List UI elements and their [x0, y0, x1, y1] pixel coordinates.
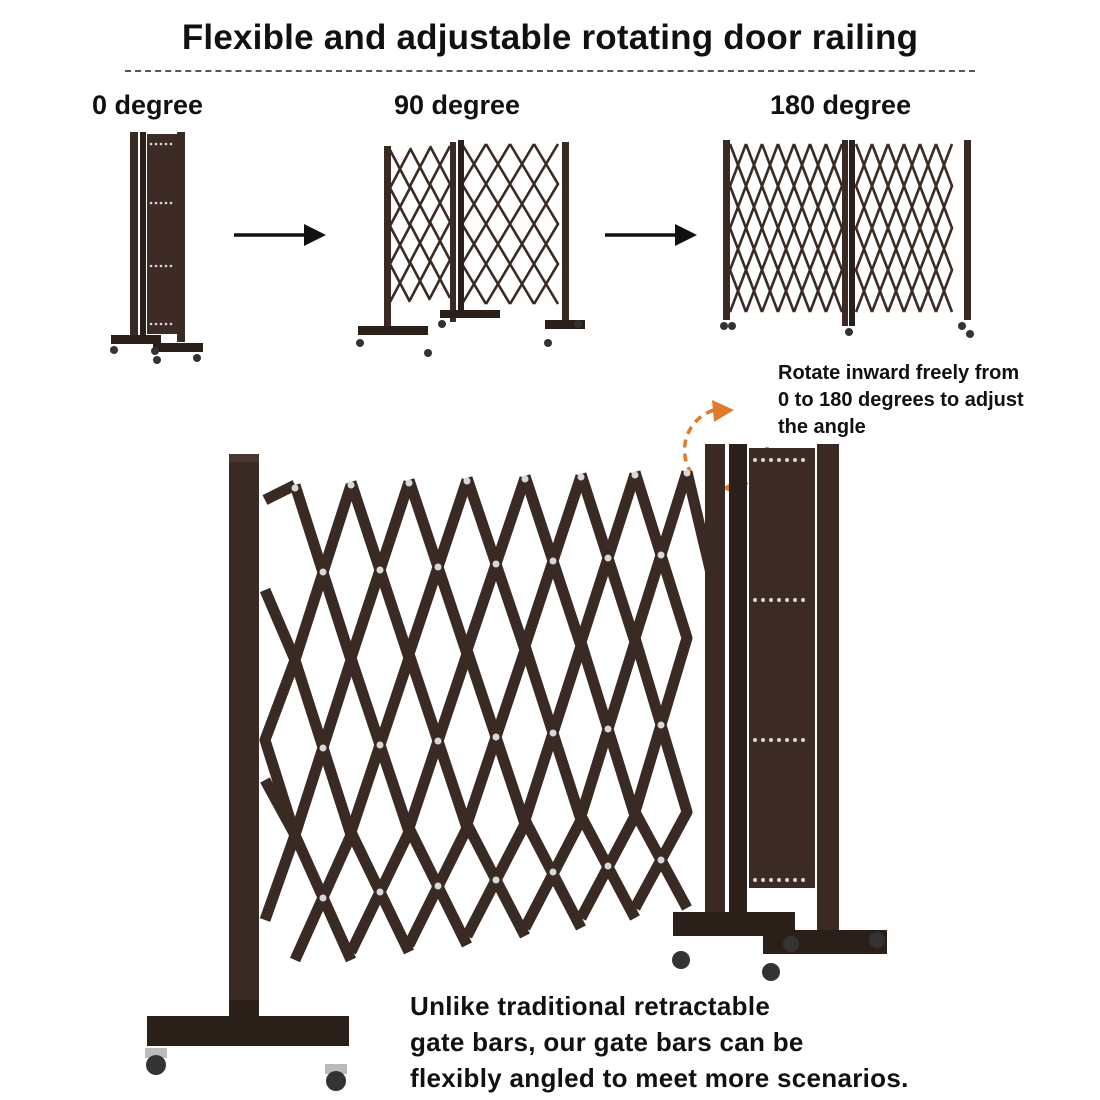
stage-label-180: 180 degree [770, 90, 912, 120]
stage-label-90: 90 degree [394, 90, 521, 120]
title-divider [125, 70, 975, 72]
page-title: Flexible and adjustable rotating door ra… [181, 18, 919, 57]
rotate-note-line: the angle [778, 416, 866, 438]
gate-open-90-degree [356, 140, 585, 357]
gate-folded-0-degree [110, 132, 203, 364]
rotate-note: Rotate inward freely from 0 to 180 degre… [778, 360, 1088, 441]
right-arrow-icon [605, 224, 697, 246]
right-arrow-icon [234, 224, 326, 246]
gate-open-180-degree [720, 140, 974, 338]
stage-label-0: 0 degree [92, 90, 204, 120]
caption-line: flexibly angled to meet more scenarios. [410, 1063, 909, 1093]
caption: Unlike traditional retractable gate bars… [410, 988, 1090, 1096]
rotate-note-line: 0 to 180 degrees to adjust [778, 389, 1024, 411]
rotate-note-line: Rotate inward freely from [778, 362, 1020, 384]
caption-line: gate bars, our gate bars can be [410, 1027, 804, 1057]
gate-main-illustration [145, 444, 887, 1091]
caption-line: Unlike traditional retractable [410, 991, 771, 1021]
